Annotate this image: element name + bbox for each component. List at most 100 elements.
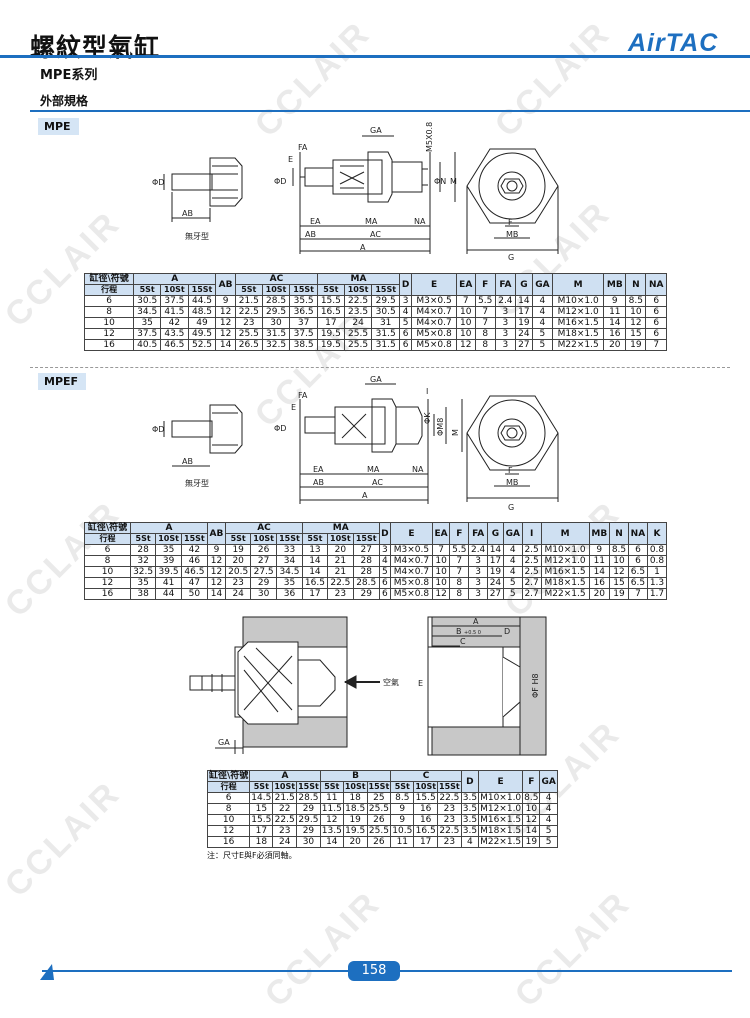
- table-cell: 24: [487, 577, 504, 589]
- table-cell: 25: [366, 792, 392, 804]
- table-subheader: 5St: [301, 533, 328, 545]
- table-cell: 14: [319, 836, 344, 848]
- table-cell: 8: [83, 555, 132, 567]
- table-cell: 11: [319, 792, 344, 804]
- mpe-drawing: ΦD AB 無牙型 GA FA E ΦD M5X0.8 ΦN M EA MA N…: [152, 122, 559, 262]
- table-subheader: 5St: [249, 781, 274, 793]
- dim-label-d2: ΦD: [274, 424, 286, 433]
- table-cell: 6: [645, 295, 667, 307]
- table-subheader: 15St: [187, 284, 217, 296]
- dim-label-ac: AC: [372, 478, 383, 487]
- footnote: 注：尺寸E與F必須同軸。: [207, 851, 297, 860]
- table-header: C: [390, 770, 462, 782]
- table-cell: 28.5: [296, 792, 321, 804]
- mpef-drawing: ΦD AB 無牙型 GA FA E ΦD I ΦK ΦM8 M EA MA NA…: [152, 375, 559, 512]
- table-cell: 21.5: [234, 295, 263, 307]
- table-cell: 8: [449, 577, 470, 589]
- table-cell: 4: [378, 555, 392, 567]
- table-cell: 27: [250, 555, 278, 567]
- table-cell: 30: [250, 588, 278, 600]
- table-cell: 19: [487, 566, 504, 578]
- table-cell: 4: [502, 566, 523, 578]
- table-cell: 8: [474, 339, 496, 351]
- table-subheader: 15St: [371, 284, 400, 296]
- dim-label-m: M: [450, 177, 457, 186]
- table-header: F: [474, 273, 496, 296]
- table-cell: 26: [366, 814, 392, 826]
- table-cell: 6: [83, 544, 132, 556]
- table-header: G: [487, 522, 504, 545]
- table-cell: 49: [187, 317, 217, 329]
- table-cell: 3: [468, 555, 489, 567]
- table-cell: 3: [468, 588, 489, 600]
- table-cell: 6: [627, 555, 648, 567]
- table-subheader: 15St: [296, 781, 321, 793]
- table-cell: 22.5: [437, 792, 462, 804]
- table-cell: 9: [390, 814, 415, 826]
- table-cell: 4: [539, 803, 558, 815]
- table-header: GA: [502, 522, 523, 545]
- table-cell: M5×0.8: [411, 339, 457, 351]
- table-cell: 19: [342, 814, 368, 826]
- table-subheader: 5St: [319, 781, 344, 793]
- table-cell: 10: [625, 306, 647, 318]
- table-cell: 23: [437, 836, 462, 848]
- brand-footer-icon: [40, 964, 54, 980]
- table-header: FA: [468, 522, 489, 545]
- table-cell: 5: [502, 577, 523, 589]
- table-cell: 10: [455, 328, 476, 340]
- table-cell: 52.5: [187, 339, 217, 351]
- table-cell: 14.5: [249, 792, 274, 804]
- table-cell: 10: [609, 555, 629, 567]
- table-cell: 31.5: [261, 328, 291, 340]
- table-cell: 32.5: [130, 566, 157, 578]
- table-cell: 3: [378, 544, 392, 556]
- dim-label-d: ΦD: [152, 425, 164, 434]
- table-cell: 20: [603, 339, 627, 351]
- table-cell: 4: [539, 792, 558, 804]
- table-cell: 14: [588, 566, 611, 578]
- table-cell: M4×0.7: [390, 555, 433, 567]
- dim-label-d: D: [504, 627, 510, 636]
- dim-label-g: G: [508, 503, 514, 512]
- table-cell: 30: [261, 317, 291, 329]
- table-cell: 20.5: [225, 566, 252, 578]
- table-subheader: 10St: [326, 533, 354, 545]
- table-cell: 4: [502, 544, 523, 556]
- dim-label-a: A: [362, 491, 368, 500]
- table-header: N: [609, 522, 629, 545]
- table-cell: 3: [494, 317, 516, 329]
- table-cell: 14: [603, 317, 627, 329]
- table-header: AC: [234, 273, 318, 285]
- table-cell: 2.5: [521, 566, 542, 578]
- table-cell: 0.8: [646, 555, 668, 567]
- table-cell: M16×1.5: [551, 317, 605, 329]
- table-cell: M4×0.7: [411, 317, 457, 329]
- dim-label-b: B: [456, 627, 462, 636]
- table-cell: 12: [206, 555, 227, 567]
- table-cell: 6: [398, 328, 413, 340]
- table-header: E: [390, 522, 433, 545]
- dim-label-d: ΦD: [152, 178, 164, 187]
- table-cell: 22.5: [234, 306, 263, 318]
- table-cell: 30.5: [133, 295, 162, 307]
- table-cell: 14: [215, 339, 236, 351]
- table-cell: 4: [539, 814, 558, 826]
- table-cell: 11: [390, 836, 415, 848]
- table-cell: 23: [437, 803, 462, 815]
- table-cell: 12: [609, 566, 629, 578]
- table-header: AB: [206, 522, 227, 545]
- table-cell: M4×0.7: [411, 306, 457, 318]
- table-header: E: [411, 273, 457, 296]
- table-header: MA: [316, 273, 400, 285]
- table-cell: 31.5: [371, 339, 400, 351]
- table-cell: M10×1.0: [540, 544, 590, 556]
- table-cell: 10: [431, 555, 451, 567]
